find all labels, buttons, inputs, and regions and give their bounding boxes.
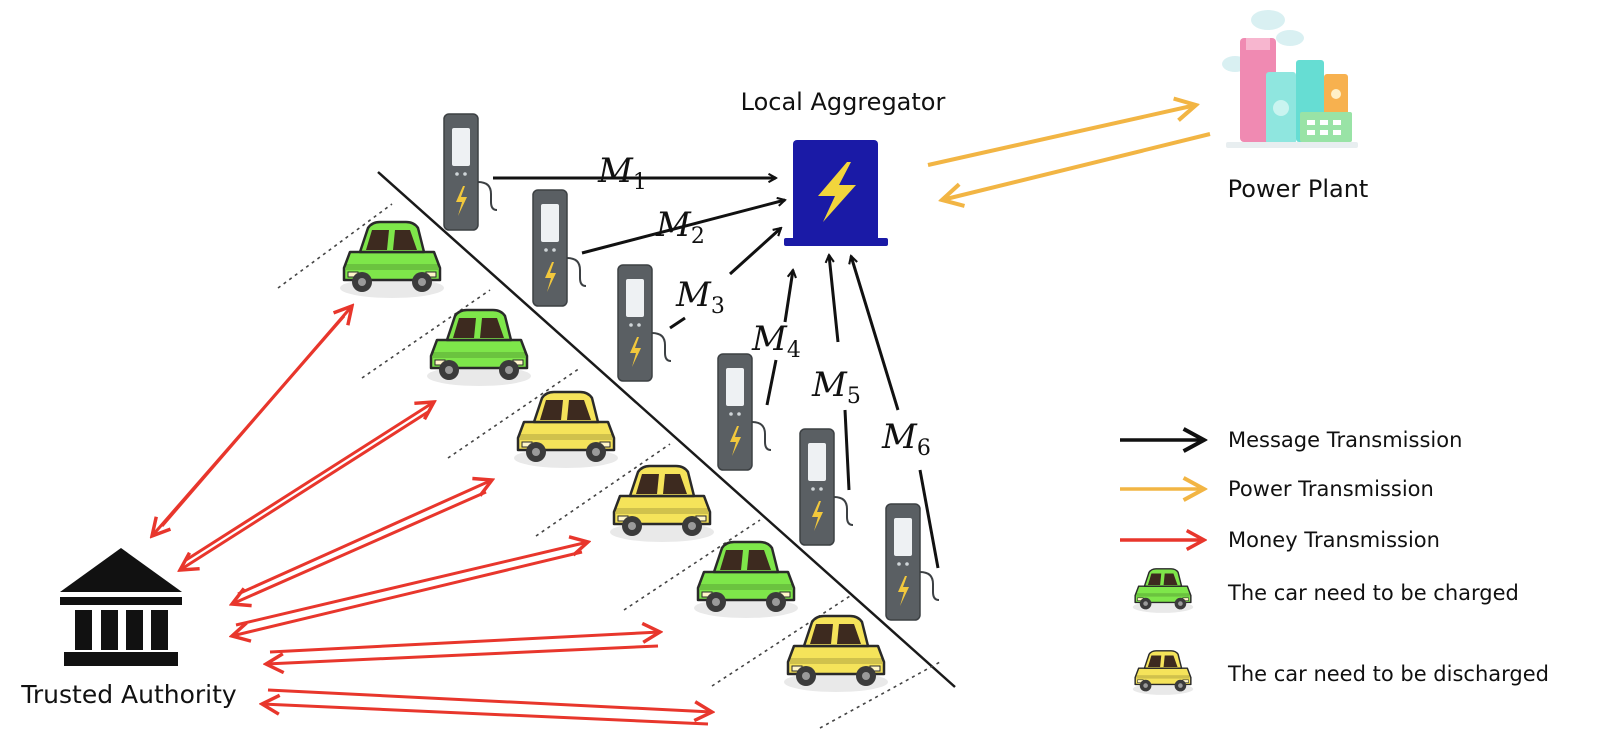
- legend-money-label: Money Transmission: [1228, 528, 1440, 552]
- charging-station-icon: [717, 353, 772, 471]
- trusted-authority-label: Trusted Authority: [20, 680, 237, 709]
- money-arrow-to-authority: [266, 644, 659, 664]
- car-icon: [1132, 568, 1194, 614]
- car-icon: [512, 390, 620, 470]
- parking-lot: [277, 171, 956, 729]
- legend-item-discharge: The car need to be discharged: [1132, 650, 1549, 696]
- car-icon: [608, 464, 716, 544]
- aggregator-label: Local Aggregator: [741, 88, 946, 116]
- aggregator-base: [784, 238, 888, 246]
- parking-boundary-line: [377, 171, 956, 688]
- money-arrow-to-car: [267, 688, 712, 712]
- local-aggregator: Local Aggregator: [741, 88, 946, 246]
- legend-discharge-label: The car need to be discharged: [1227, 662, 1549, 686]
- legend-message-label: Message Transmission: [1228, 428, 1462, 452]
- slot-divider: [447, 367, 581, 459]
- slot-divider: [361, 289, 491, 379]
- slot-divider: [623, 519, 761, 611]
- charging-station-icon: [617, 264, 672, 382]
- lightning-box-icon: [818, 162, 856, 222]
- trusted-authority: Trusted Authority: [20, 548, 237, 709]
- slot-divider: [819, 661, 941, 729]
- legend: Message Transmission Power Transmission …: [1120, 428, 1549, 696]
- message-label-m6: M6: [881, 417, 931, 461]
- money-arrow-to-authority: [152, 315, 346, 536]
- charging-station-icon: [885, 503, 940, 621]
- message-label-m3: M3: [675, 275, 725, 319]
- money-arrow-to-authority: [232, 490, 487, 604]
- message-arrow-m2: [581, 200, 785, 255]
- message-arrow-m3: [669, 228, 781, 330]
- car-icon: [425, 308, 533, 388]
- slot-divider: [535, 443, 671, 537]
- message-label-m2: M2: [655, 205, 705, 249]
- car-icon: [1132, 650, 1194, 696]
- money-arrows: [152, 306, 712, 726]
- power-plant: Power Plant: [1222, 10, 1368, 203]
- factory-icon: [1222, 10, 1358, 148]
- car-icon: [692, 540, 800, 620]
- power-plant-label: Power Plant: [1228, 175, 1369, 203]
- money-arrow-to-car: [237, 480, 492, 596]
- message-arrow-m6: [851, 256, 940, 569]
- message-label-m5: M5: [811, 365, 861, 409]
- power-arrow-to-aggregator: [942, 132, 1211, 200]
- legend-power-label: Power Transmission: [1228, 477, 1434, 501]
- power-arrow-to-plant: [927, 105, 1196, 167]
- money-arrow-to-authority: [180, 410, 429, 570]
- money-arrow-to-authority: [232, 550, 583, 636]
- message-label-m4: M4: [751, 319, 801, 363]
- charging-station-icon: [799, 428, 854, 546]
- message-arrow-m5: [829, 255, 851, 491]
- message-arrows: [493, 178, 940, 569]
- legend-item-charge: The car need to be charged: [1132, 568, 1519, 614]
- car-icon: [338, 220, 446, 300]
- message-labels: M1 M2 M3 M4 M5 M6: [597, 151, 931, 461]
- money-arrow-to-authority: [262, 704, 709, 726]
- car-icon: [782, 614, 890, 694]
- legend-item-power: Power Transmission: [1120, 477, 1434, 501]
- legend-charge-label: The car need to be charged: [1227, 581, 1519, 605]
- money-arrow-to-car: [185, 402, 434, 562]
- money-arrow-to-car: [269, 632, 660, 654]
- charging-station-icon: [532, 189, 587, 307]
- legend-item-money: Money Transmission: [1120, 528, 1440, 552]
- message-arrow-m4: [765, 270, 793, 406]
- power-transmission-arrows: [927, 105, 1211, 200]
- slot-divider: [277, 203, 393, 289]
- message-label-m1: M1: [597, 151, 647, 195]
- bank-icon: [60, 548, 182, 666]
- legend-item-message: Message Transmission: [1120, 428, 1462, 452]
- charging-station-icon: [443, 113, 498, 231]
- money-arrow-to-car: [235, 542, 588, 627]
